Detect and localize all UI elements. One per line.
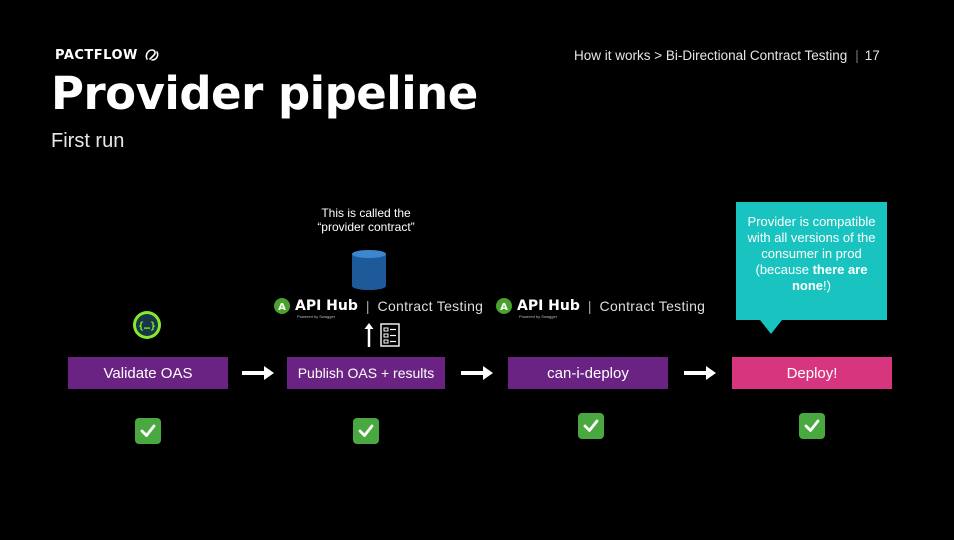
apihub-product: Contract Testing: [377, 298, 484, 314]
page-number: 17: [864, 48, 880, 63]
apihub-divider: |: [587, 298, 592, 314]
callout-text-after: !): [823, 278, 831, 293]
breadcrumb-separator: |: [855, 48, 859, 63]
apihub-powered-by: Powered by Swagger: [519, 314, 558, 319]
svg-text:A: A: [500, 302, 508, 313]
openapi-icon: {…}: [133, 311, 161, 339]
svg-text:{…}: {…}: [138, 321, 156, 332]
apihub-product: Contract Testing: [599, 298, 706, 314]
callout-text-bold: there are none: [791, 262, 868, 293]
step-can-i-deploy: can-i-deploy: [508, 357, 668, 389]
logo-text: PACTFLOW: [55, 47, 138, 63]
upload-arrow-icon: [364, 323, 374, 347]
apihub-icon: A: [274, 298, 290, 314]
page-title: Provider pipeline: [51, 67, 478, 120]
apihub-logo-1: A API Hub | Contract Testing Powered by …: [273, 297, 484, 319]
callout-text-before: Provider is compatible with all versions…: [747, 214, 876, 277]
arrow-right-icon: [684, 366, 716, 380]
checklist-icon: [380, 323, 400, 347]
step-validate-oas: Validate OAS: [68, 357, 228, 389]
checkmark-icon: [353, 418, 379, 444]
arrow-right-icon: [461, 366, 493, 380]
step-deploy: Deploy!: [732, 357, 892, 389]
pactflow-logo: PACTFLOW: [55, 47, 160, 63]
apihub-brand: API Hub: [517, 298, 580, 314]
checkmark-icon: [135, 418, 161, 444]
callout-box: Provider is compatible with all versions…: [736, 202, 887, 320]
provider-contract-note: This is called the “provider contract”: [317, 206, 415, 234]
breadcrumb: How it works > Bi-Directional Contract T…: [574, 48, 880, 63]
database-icon: [352, 250, 386, 290]
apihub-logo-2: A API Hub | Contract Testing Powered by …: [495, 297, 706, 319]
apihub-icon: A: [496, 298, 512, 314]
apihub-divider: |: [365, 298, 370, 314]
callout-tail: [760, 320, 782, 334]
arrow-right-icon: [242, 366, 274, 380]
page-subtitle: First run: [51, 130, 125, 152]
breadcrumb-text: How it works > Bi-Directional Contract T…: [574, 48, 848, 63]
checkmark-icon: [799, 413, 825, 439]
apihub-brand: API Hub: [295, 298, 358, 314]
step-publish-oas: Publish OAS + results: [287, 357, 445, 389]
svg-text:A: A: [278, 302, 286, 313]
pactflow-logo-icon: [145, 49, 159, 61]
apihub-powered-by: Powered by Swagger: [297, 314, 336, 319]
checkmark-icon: [578, 413, 604, 439]
